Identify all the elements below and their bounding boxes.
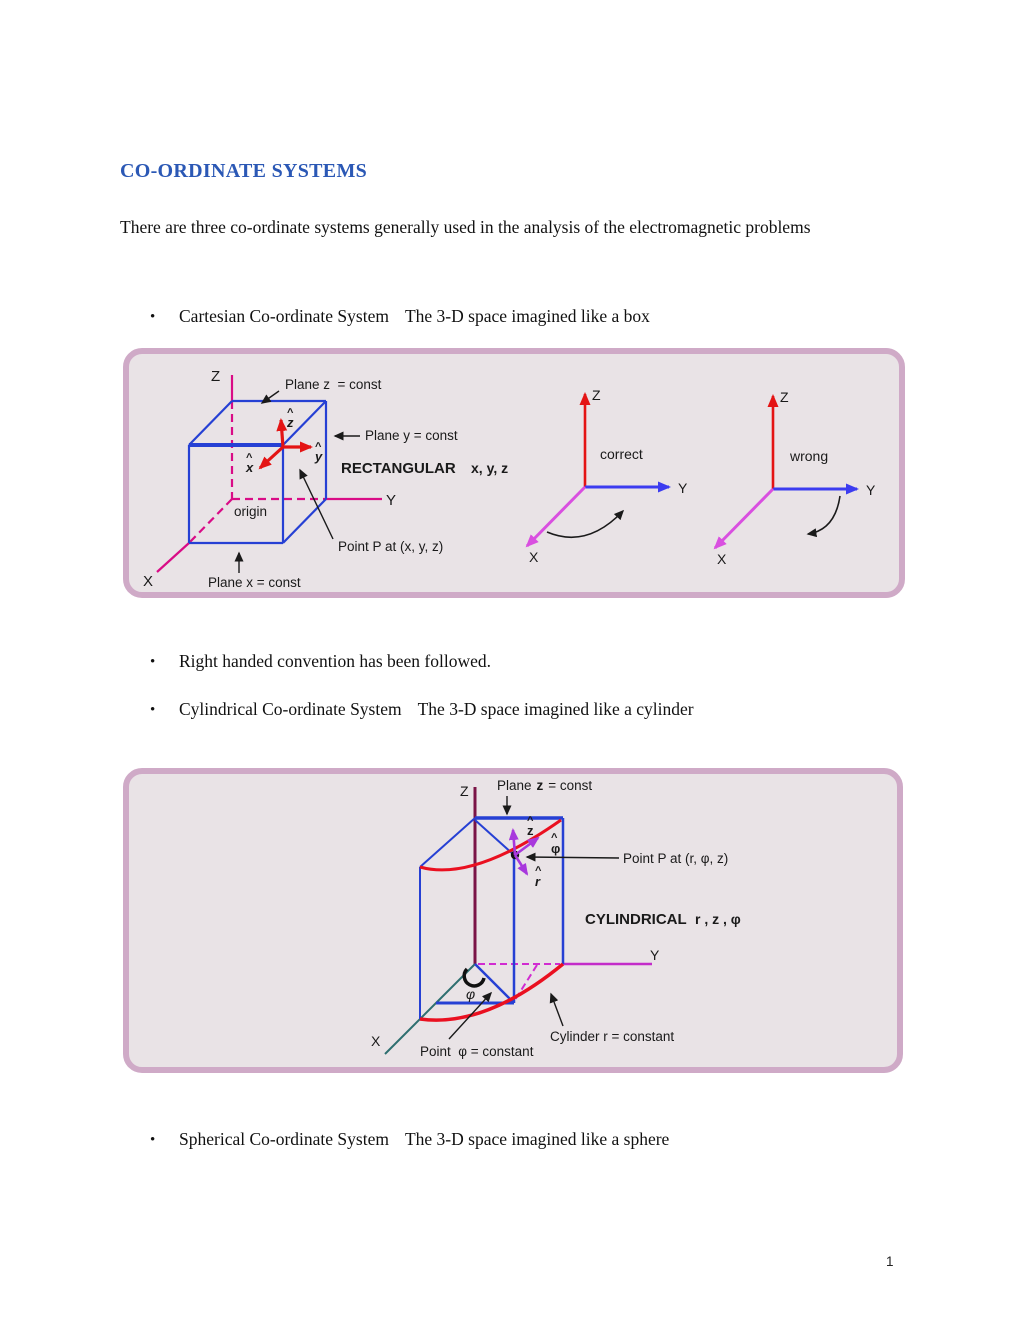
bullet-spherical-desc: The 3-D space imagined like a sphere — [404, 1129, 670, 1149]
point-phi-label: Point φ = constant — [420, 1044, 534, 1059]
system-vars-label: x, y, z — [471, 460, 508, 476]
axis-z-label: Z — [211, 368, 220, 385]
figure-cartesian: ^ z ^ y ^ x Z Y X Plane z = const Plane … — [123, 348, 905, 598]
plane-y-label: Plane y = const — [365, 428, 458, 443]
page-number: 1 — [886, 1254, 894, 1269]
system-vars-label: r , z , φ — [695, 911, 741, 927]
unit-y-hat-icon: ^ — [315, 441, 322, 453]
bullet-cylindrical-name: Cylindrical Co-ordinate System — [179, 699, 402, 719]
page-title: CO-ORDINATE SYSTEMS — [120, 160, 368, 182]
cylinder-r-arrow — [549, 992, 564, 1027]
point-p-arrow — [525, 852, 620, 862]
unit-y-label: y — [314, 449, 323, 464]
rotation-arrow-correct — [546, 509, 625, 539]
axis-x-label: X — [143, 573, 153, 590]
bullet-cylindrical: • Cylindrical Co-ordinate System The 3-D s… — [150, 699, 694, 720]
triad-wrong: Z Y X wrong — [713, 389, 876, 567]
unit-r-label: r — [535, 874, 541, 889]
bullet-right-handed-name: Right handed convention has been followe… — [179, 651, 492, 671]
angle-phi-label: φ — [466, 986, 475, 1002]
bullet-cartesian-name: Cartesian Co-ordinate System — [179, 306, 389, 326]
bullet-dot: • — [150, 654, 156, 670]
bullet-cartesian-desc: The 3-D space imagined like a box — [404, 306, 650, 326]
wrong-x-label: X — [717, 551, 727, 567]
point-phi-arrow — [448, 991, 493, 1040]
point-p-label: Point P at (r, φ, z) — [623, 851, 728, 866]
axis-z-label: Z — [460, 783, 469, 799]
triad-correct: Z Y X correct — [525, 387, 688, 565]
cylinder-r-label: Cylinder r = constant — [550, 1029, 674, 1044]
wrong-z-label: Z — [780, 389, 789, 405]
rotation-arrow-wrong — [806, 495, 841, 538]
unit-z-label: z — [527, 823, 534, 838]
plane-z-var: z — [537, 778, 544, 793]
bullet-dot: • — [150, 702, 156, 718]
bullet-spherical-name: Spherical Co-ordinate System — [179, 1129, 389, 1149]
bullet-spherical: • Spherical Co-ordinate System The 3-D spa… — [150, 1129, 669, 1150]
intro-paragraph: There are three co-ordinate systems gene… — [120, 217, 811, 237]
cyl-unit-vectors — [508, 828, 540, 876]
angle-arc-icon — [462, 967, 486, 988]
system-name-label: RECTANGULAR — [341, 460, 456, 477]
axis-y-label: Y — [650, 947, 660, 963]
bullet-right-handed: • Right handed convention has been follow… — [150, 651, 491, 672]
plane-z-pre: Plane — [497, 778, 532, 793]
cartesian-axes — [156, 375, 382, 573]
bottom-rim-arc — [419, 962, 565, 1022]
bullet-cylindrical-desc: The 3-D space imagined like a cylinder — [417, 699, 694, 719]
origin-label: origin — [234, 504, 267, 519]
unit-z-hat-icon: ^ — [527, 815, 534, 827]
unit-x-hat-icon: ^ — [246, 452, 253, 464]
point-p-arrow — [299, 468, 334, 540]
figure-frame — [123, 348, 905, 598]
bullet-cartesian: • Cartesian Co-ordinate System The 3-D spa… — [150, 306, 650, 327]
plane-x-label: Plane x = const — [208, 575, 301, 590]
axis-y-label: Y — [386, 492, 396, 509]
unit-phi-hat-icon: ^ — [551, 832, 558, 844]
plane-z-post: = const — [548, 778, 592, 793]
correct-z-label: Z — [592, 387, 601, 403]
bullet-dot: • — [150, 1132, 156, 1148]
bullet-dot: • — [150, 309, 156, 325]
plane-z-arrow — [260, 390, 280, 404]
correct-label: correct — [600, 446, 643, 462]
wrong-y-label: Y — [866, 482, 876, 498]
top-rim-arc — [419, 818, 562, 872]
axis-x-label: X — [371, 1033, 381, 1049]
correct-y-label: Y — [678, 480, 688, 496]
correct-x-label: X — [529, 549, 539, 565]
plane-z-label: Plane z = const — [285, 377, 382, 392]
unit-r-hat-icon: ^ — [535, 865, 542, 877]
wrong-label: wrong — [789, 448, 828, 464]
unit-vectors — [258, 418, 313, 470]
unit-z-label: z — [286, 415, 294, 430]
unit-phi-label: φ — [551, 841, 560, 856]
unit-z-hat-icon: ^ — [287, 407, 294, 419]
unit-x-label: x — [245, 460, 254, 475]
cube-edges — [187, 399, 328, 545]
system-name-label: CYLINDRICAL — [585, 911, 687, 928]
cyl-x-axis — [384, 963, 476, 1055]
point-p-label: Point P at (x, y, z) — [338, 539, 443, 554]
